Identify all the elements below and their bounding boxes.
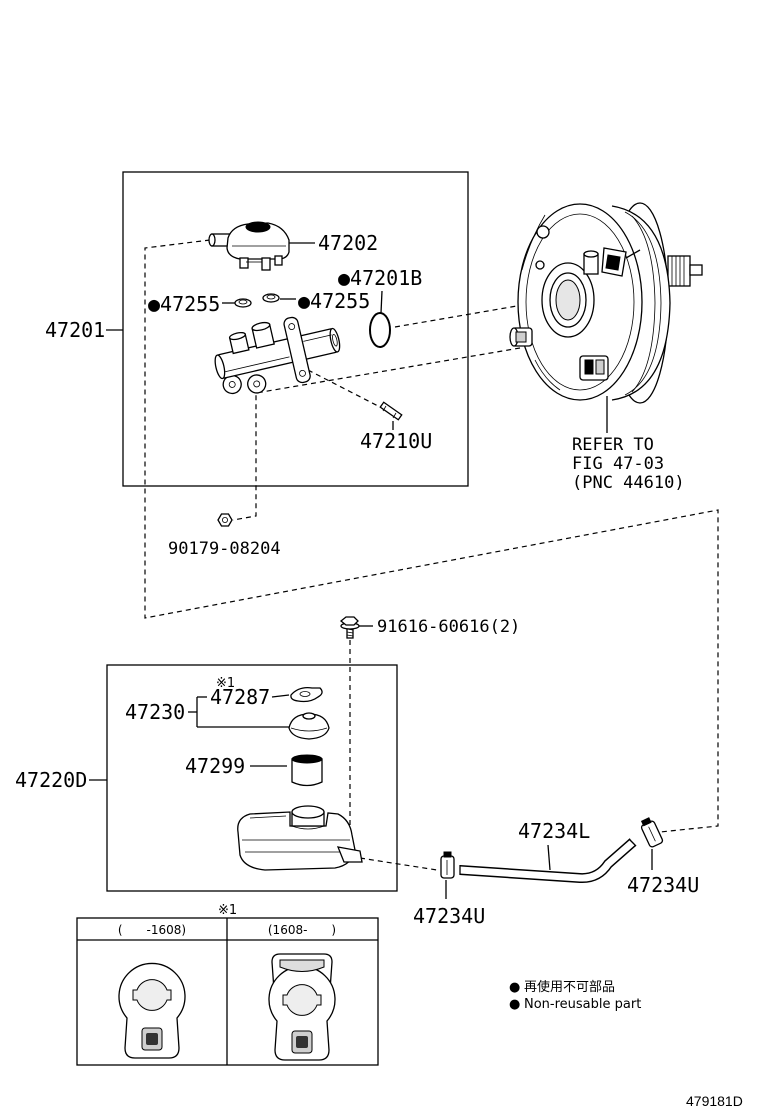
label-bolt: 91616-60616(2) bbox=[377, 617, 520, 637]
gasket-illustration bbox=[290, 687, 323, 703]
hose-illustration bbox=[459, 838, 637, 884]
label-hose: 47234L bbox=[518, 819, 590, 843]
dashed-connection-reservoir-to-clamp-left bbox=[359, 857, 438, 871]
legend-bullet-en: ● bbox=[509, 997, 520, 1012]
label-pin: 47210U bbox=[360, 429, 432, 453]
leader-gasket bbox=[271, 694, 290, 698]
bolt-illustration bbox=[339, 616, 360, 639]
variant-table-note: ※1 bbox=[218, 903, 237, 918]
label-grommet-right: ●47255 bbox=[298, 289, 370, 313]
dashed-connection-reservoir-to-clamp bbox=[144, 239, 719, 833]
label-clamp-left: 47234U bbox=[413, 904, 485, 928]
gasket-variant-early-illustration bbox=[118, 962, 186, 1059]
clamp-left-illustration bbox=[440, 851, 455, 879]
brake-booster-illustration bbox=[509, 202, 703, 404]
strainer-illustration bbox=[291, 754, 323, 787]
leader-o-ring bbox=[380, 290, 383, 314]
label-reservoir-group: 47220D bbox=[15, 768, 87, 792]
nut-illustration bbox=[217, 513, 233, 527]
variant-table-header-late: (1608- ) bbox=[268, 923, 336, 937]
leader-hose bbox=[547, 844, 551, 871]
legend-bullet-ja: ● bbox=[509, 980, 520, 995]
label-nut: 90179-08204 bbox=[168, 539, 281, 559]
clamp-right-illustration bbox=[640, 817, 664, 848]
pin-illustration bbox=[379, 401, 403, 421]
master-cylinder-illustration bbox=[214, 316, 341, 395]
grommet-left-illustration bbox=[234, 298, 252, 308]
booster-reference-line1: REFER TO bbox=[572, 435, 654, 455]
booster-reference-line3: (PNC 44610) bbox=[572, 473, 685, 493]
label-cap-set: 47230 bbox=[125, 700, 185, 724]
label-o-ring: ●47201B bbox=[338, 266, 422, 290]
gasket-note-mark: ※1 bbox=[216, 676, 235, 691]
label-strainer: 47299 bbox=[185, 754, 245, 778]
reservoir-sub-illustration bbox=[208, 221, 290, 271]
grommet-right-illustration bbox=[262, 293, 280, 303]
diagram-number: 479181D bbox=[686, 1093, 743, 1109]
label-grommet-left: ●47255 bbox=[148, 292, 220, 316]
dashed-connection-oring-to-booster bbox=[394, 301, 541, 328]
cap-set-bracket bbox=[188, 696, 290, 728]
reservoir-group-box bbox=[106, 664, 398, 892]
reservoir-cap-illustration bbox=[288, 712, 330, 740]
legend-text-en: Non-reusable part bbox=[524, 997, 641, 1012]
o-ring-illustration bbox=[369, 312, 391, 348]
gasket-variant-late-illustration bbox=[268, 953, 336, 1061]
master-cylinder-group-box bbox=[122, 171, 469, 487]
variant-table-header-early: ( -1608) bbox=[118, 923, 186, 937]
reservoir-tank-illustration bbox=[237, 805, 363, 871]
dashed-connection-cylinder-to-pin bbox=[307, 369, 381, 408]
legend-text-ja: 再使用不可部品 bbox=[524, 979, 615, 995]
label-master-cylinder-group: 47201 bbox=[45, 318, 105, 342]
label-reservoir-sub: 47202 bbox=[318, 231, 378, 255]
label-gasket: 47287 bbox=[210, 685, 270, 709]
booster-reference-line2: FIG 47-03 bbox=[572, 454, 664, 474]
label-clamp-right: 47234U bbox=[627, 873, 699, 897]
